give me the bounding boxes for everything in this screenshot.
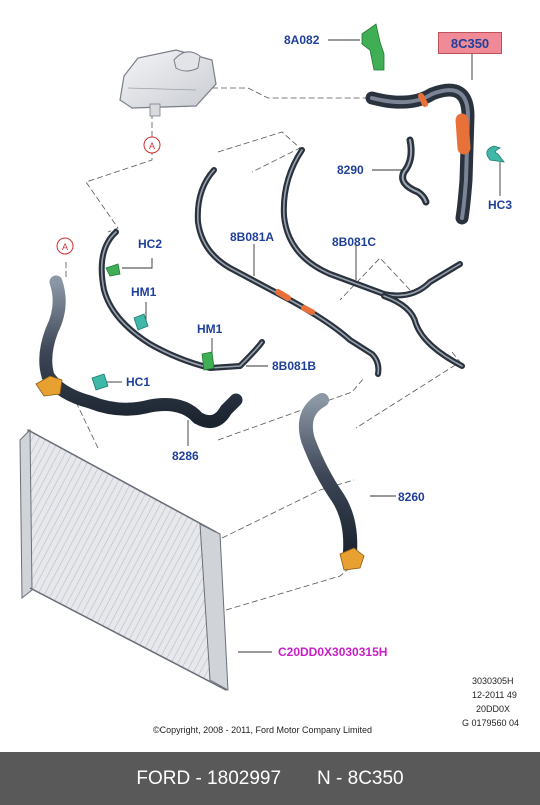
- footer-brand-part: FORD - 1802997: [136, 767, 282, 789]
- label-8b081b: 8B081B: [272, 359, 317, 373]
- clip-hc2: [105, 263, 121, 277]
- label-hc2: HC2: [138, 237, 163, 251]
- footer-bar: FORD - 1802997 N - 8C350: [0, 752, 540, 805]
- reference-line-4: G 0179560 04: [462, 718, 520, 728]
- bracket-8a082: [361, 23, 385, 71]
- part-callout-8c350[interactable]: 8C350: [438, 32, 502, 54]
- label-8a082: 8A082: [284, 33, 320, 47]
- connector-8260: [339, 547, 365, 571]
- hose-8260: [298, 393, 358, 559]
- clip-hc3: [486, 145, 505, 163]
- cooling-system-diagram: A A: [19, 23, 505, 692]
- label-radiator: C20DD0X3030315H: [278, 645, 388, 659]
- label-hc3: HC3: [488, 198, 513, 212]
- callout-leaders: [106, 39, 501, 653]
- connector-left: [35, 375, 63, 397]
- hose-8286: [39, 275, 243, 429]
- label-8260: 8260: [398, 490, 425, 504]
- label-8b081c: 8B081C: [332, 235, 377, 249]
- reference-a-upper-text: A: [149, 141, 155, 151]
- reference-a-left: A: [56, 237, 74, 255]
- coolant-reservoir: [119, 49, 217, 117]
- clip-hm1-upper: [133, 313, 149, 331]
- reference-a-upper: A: [143, 136, 161, 154]
- radiator-assembly: [19, 428, 229, 692]
- hose-8b081b: [98, 229, 265, 371]
- label-8286: 8286: [172, 449, 199, 463]
- label-hm1-lower: HM1: [197, 322, 223, 336]
- copyright-notice: ©Copyright, 2008 - 2011, Ford Motor Comp…: [153, 725, 373, 735]
- hose-8c350: [365, 83, 475, 225]
- label-hc1: HC1: [126, 375, 151, 389]
- clip-hm1-lower: [201, 351, 215, 371]
- part-callout-label: 8C350: [450, 35, 490, 51]
- reference-a-left-text: A: [62, 242, 68, 252]
- reference-line-2: 12-2011 49: [472, 690, 517, 700]
- hose-8b081c: [280, 147, 465, 369]
- reference-line-3: 20DD0X: [476, 704, 511, 714]
- label-hm1-upper: HM1: [131, 285, 157, 299]
- label-8b081a: 8B081A: [230, 230, 275, 244]
- label-8290: 8290: [337, 163, 364, 177]
- footer-code: N - 8C350: [317, 767, 404, 789]
- clip-hc1: [91, 373, 109, 391]
- hose-8290: [399, 136, 430, 206]
- reference-line-1: 3030305H: [472, 676, 514, 686]
- hose-8b081a: [194, 167, 382, 377]
